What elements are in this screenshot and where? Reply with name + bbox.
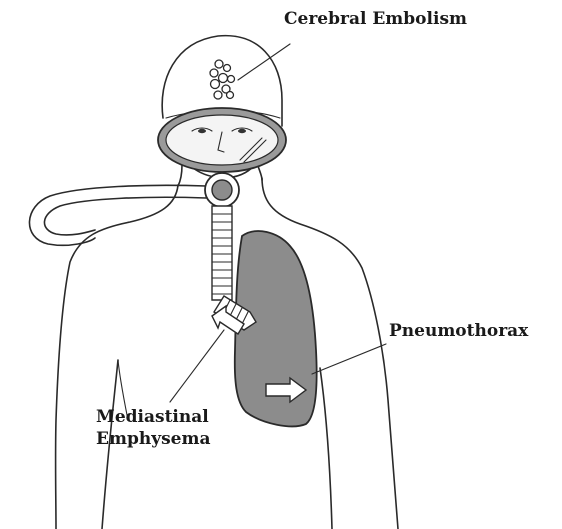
right-pupil bbox=[238, 129, 246, 133]
neck-right bbox=[258, 166, 262, 180]
label-cerebral-text: Cerebral Embolism bbox=[284, 8, 467, 30]
label-pneumothorax-text: Pneumothorax bbox=[389, 320, 528, 342]
label-mediastinal-line1: Mediastinal bbox=[96, 406, 210, 428]
breathing-hose bbox=[29, 185, 206, 245]
embolism-bubbles bbox=[210, 60, 235, 99]
faceplate-glass bbox=[166, 115, 278, 165]
left-pupil bbox=[198, 129, 206, 133]
leader-mediastinal bbox=[170, 330, 224, 402]
neck-left bbox=[178, 165, 182, 186]
regulator-inner bbox=[212, 180, 232, 200]
label-pneumothorax: Pneumothorax bbox=[389, 320, 528, 342]
label-mediastinal-line2: Emphysema bbox=[96, 428, 210, 450]
right-arm-inner bbox=[320, 368, 332, 529]
label-mediastinal-emphysema: Mediastinal Emphysema bbox=[96, 406, 210, 450]
leader-pneumothorax bbox=[312, 344, 386, 374]
breathing-hose-inner bbox=[44, 197, 206, 235]
label-cerebral-embolism: Cerebral Embolism bbox=[284, 8, 467, 30]
body-outline-left bbox=[56, 185, 178, 529]
